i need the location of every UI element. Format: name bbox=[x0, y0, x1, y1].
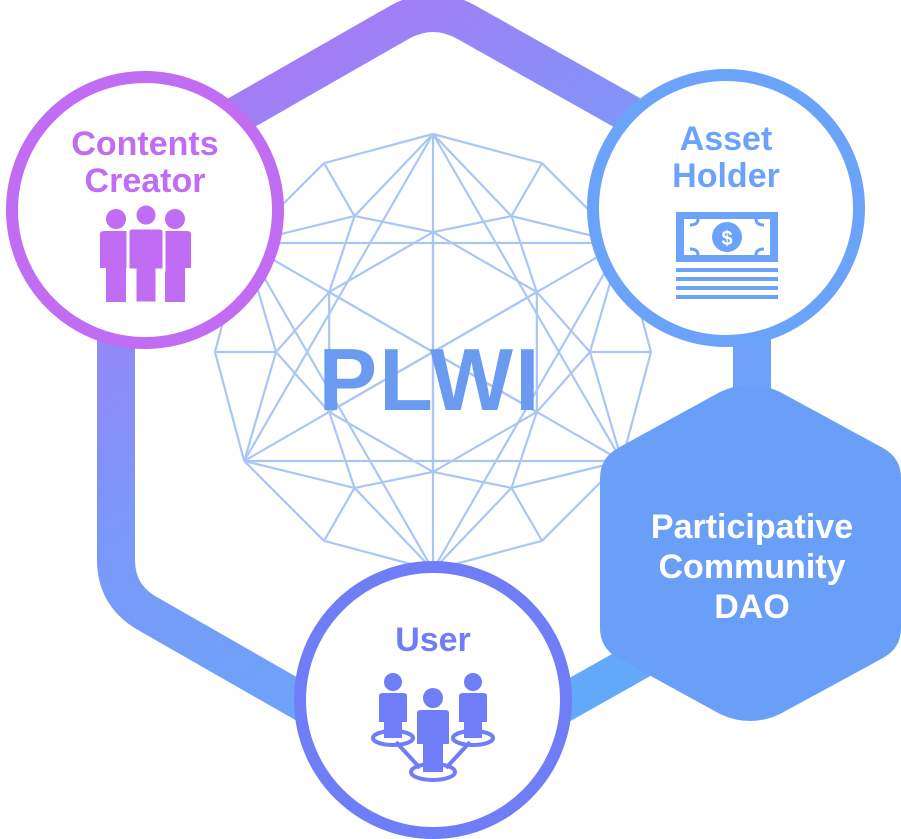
mesh-outline bbox=[620, 351, 653, 462]
mesh-line bbox=[536, 351, 591, 413]
mesh-outline bbox=[213, 351, 246, 462]
holder-label-line2: Holder bbox=[672, 157, 780, 195]
mesh-line bbox=[275, 351, 330, 413]
mesh-line bbox=[243, 351, 278, 462]
mesh-line bbox=[510, 162, 543, 217]
mesh-line bbox=[354, 214, 434, 234]
mesh-line bbox=[432, 214, 512, 234]
holder-label-line1: Asset bbox=[680, 120, 773, 158]
dao-label-line2: Community bbox=[659, 548, 846, 586]
mesh-line bbox=[510, 411, 538, 489]
mesh-outline bbox=[323, 132, 434, 165]
mesh-line bbox=[432, 470, 512, 490]
mesh-line bbox=[328, 411, 356, 489]
dao-label-line3: DAO bbox=[714, 588, 790, 626]
mesh-line bbox=[323, 162, 356, 217]
asset-holder-node: Asset Holder $ bbox=[587, 69, 865, 347]
group-people-icon bbox=[100, 202, 191, 305]
user-network-icon bbox=[371, 673, 495, 782]
mesh-line bbox=[353, 487, 434, 571]
mesh-line bbox=[328, 215, 356, 293]
mesh-inner bbox=[432, 410, 538, 473]
creator-label-line2: Creator bbox=[85, 162, 206, 200]
mesh-line bbox=[323, 487, 356, 542]
mesh-line bbox=[536, 410, 623, 462]
contents-creator-node: Contents Creator bbox=[6, 71, 284, 349]
mesh-line bbox=[243, 459, 355, 489]
mesh-line bbox=[588, 351, 623, 462]
mesh-inner bbox=[432, 231, 538, 294]
mesh-line bbox=[510, 487, 543, 542]
mesh-line bbox=[353, 133, 434, 217]
user-node: User bbox=[294, 561, 572, 839]
center-label: PLWI bbox=[318, 330, 541, 429]
mesh-outline bbox=[432, 132, 543, 165]
mesh-line bbox=[510, 215, 538, 293]
mesh-line bbox=[275, 291, 330, 353]
mesh-inner bbox=[328, 231, 434, 294]
mesh-outline bbox=[243, 460, 325, 542]
dao-label-line1: Participative bbox=[651, 508, 853, 546]
svg-text:$: $ bbox=[721, 228, 732, 250]
creator-label-line1: Contents bbox=[71, 125, 218, 163]
user-label: User bbox=[395, 621, 471, 659]
mesh-line bbox=[243, 410, 330, 462]
mesh-line bbox=[354, 470, 434, 490]
money-stack-icon: $ bbox=[676, 212, 778, 299]
mesh-line bbox=[432, 133, 513, 217]
mesh-line bbox=[432, 487, 513, 571]
mesh-spoke bbox=[328, 291, 538, 413]
mesh-inner bbox=[328, 410, 434, 473]
dao-hexagon: Participative Community DAO bbox=[600, 385, 901, 721]
mesh-line bbox=[536, 291, 591, 353]
